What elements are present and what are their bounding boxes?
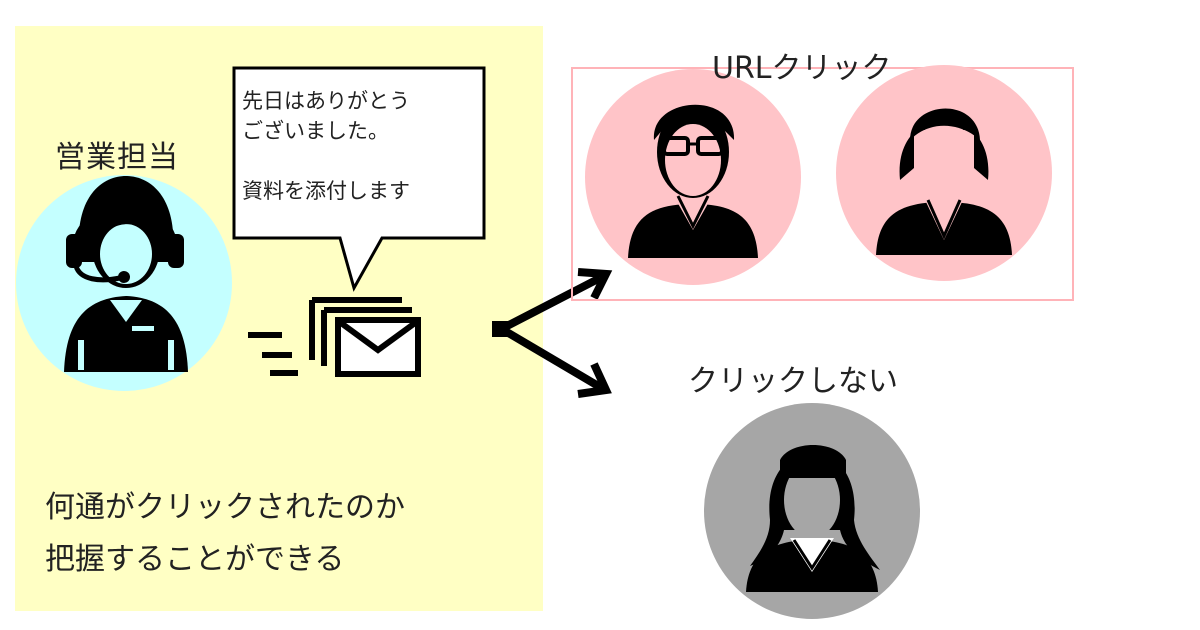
caption: 何通がクリックされたのか 把握することができる	[45, 482, 525, 586]
speech-bubble	[232, 66, 486, 292]
caption-line-2: 把握することができる	[45, 542, 345, 577]
sending-envelope-icon	[248, 297, 421, 377]
man-with-glasses-icon	[585, 69, 801, 285]
caption-line-1: 何通がクリックされたのか	[45, 490, 405, 525]
email-message-text: 先日はありがとう ございました。 資料を添付します	[242, 89, 410, 203]
woman-long-hair-icon	[704, 403, 920, 619]
clicked-label: URLクリック	[712, 51, 892, 86]
branch-arrows	[492, 268, 613, 398]
sender-label: 営業担当	[55, 140, 179, 175]
clicked-group-frame	[571, 67, 1074, 301]
headset-operator-icon	[16, 175, 232, 391]
not-clicked-label: クリックしない	[688, 364, 898, 399]
woman-short-hair-icon	[836, 65, 1052, 281]
